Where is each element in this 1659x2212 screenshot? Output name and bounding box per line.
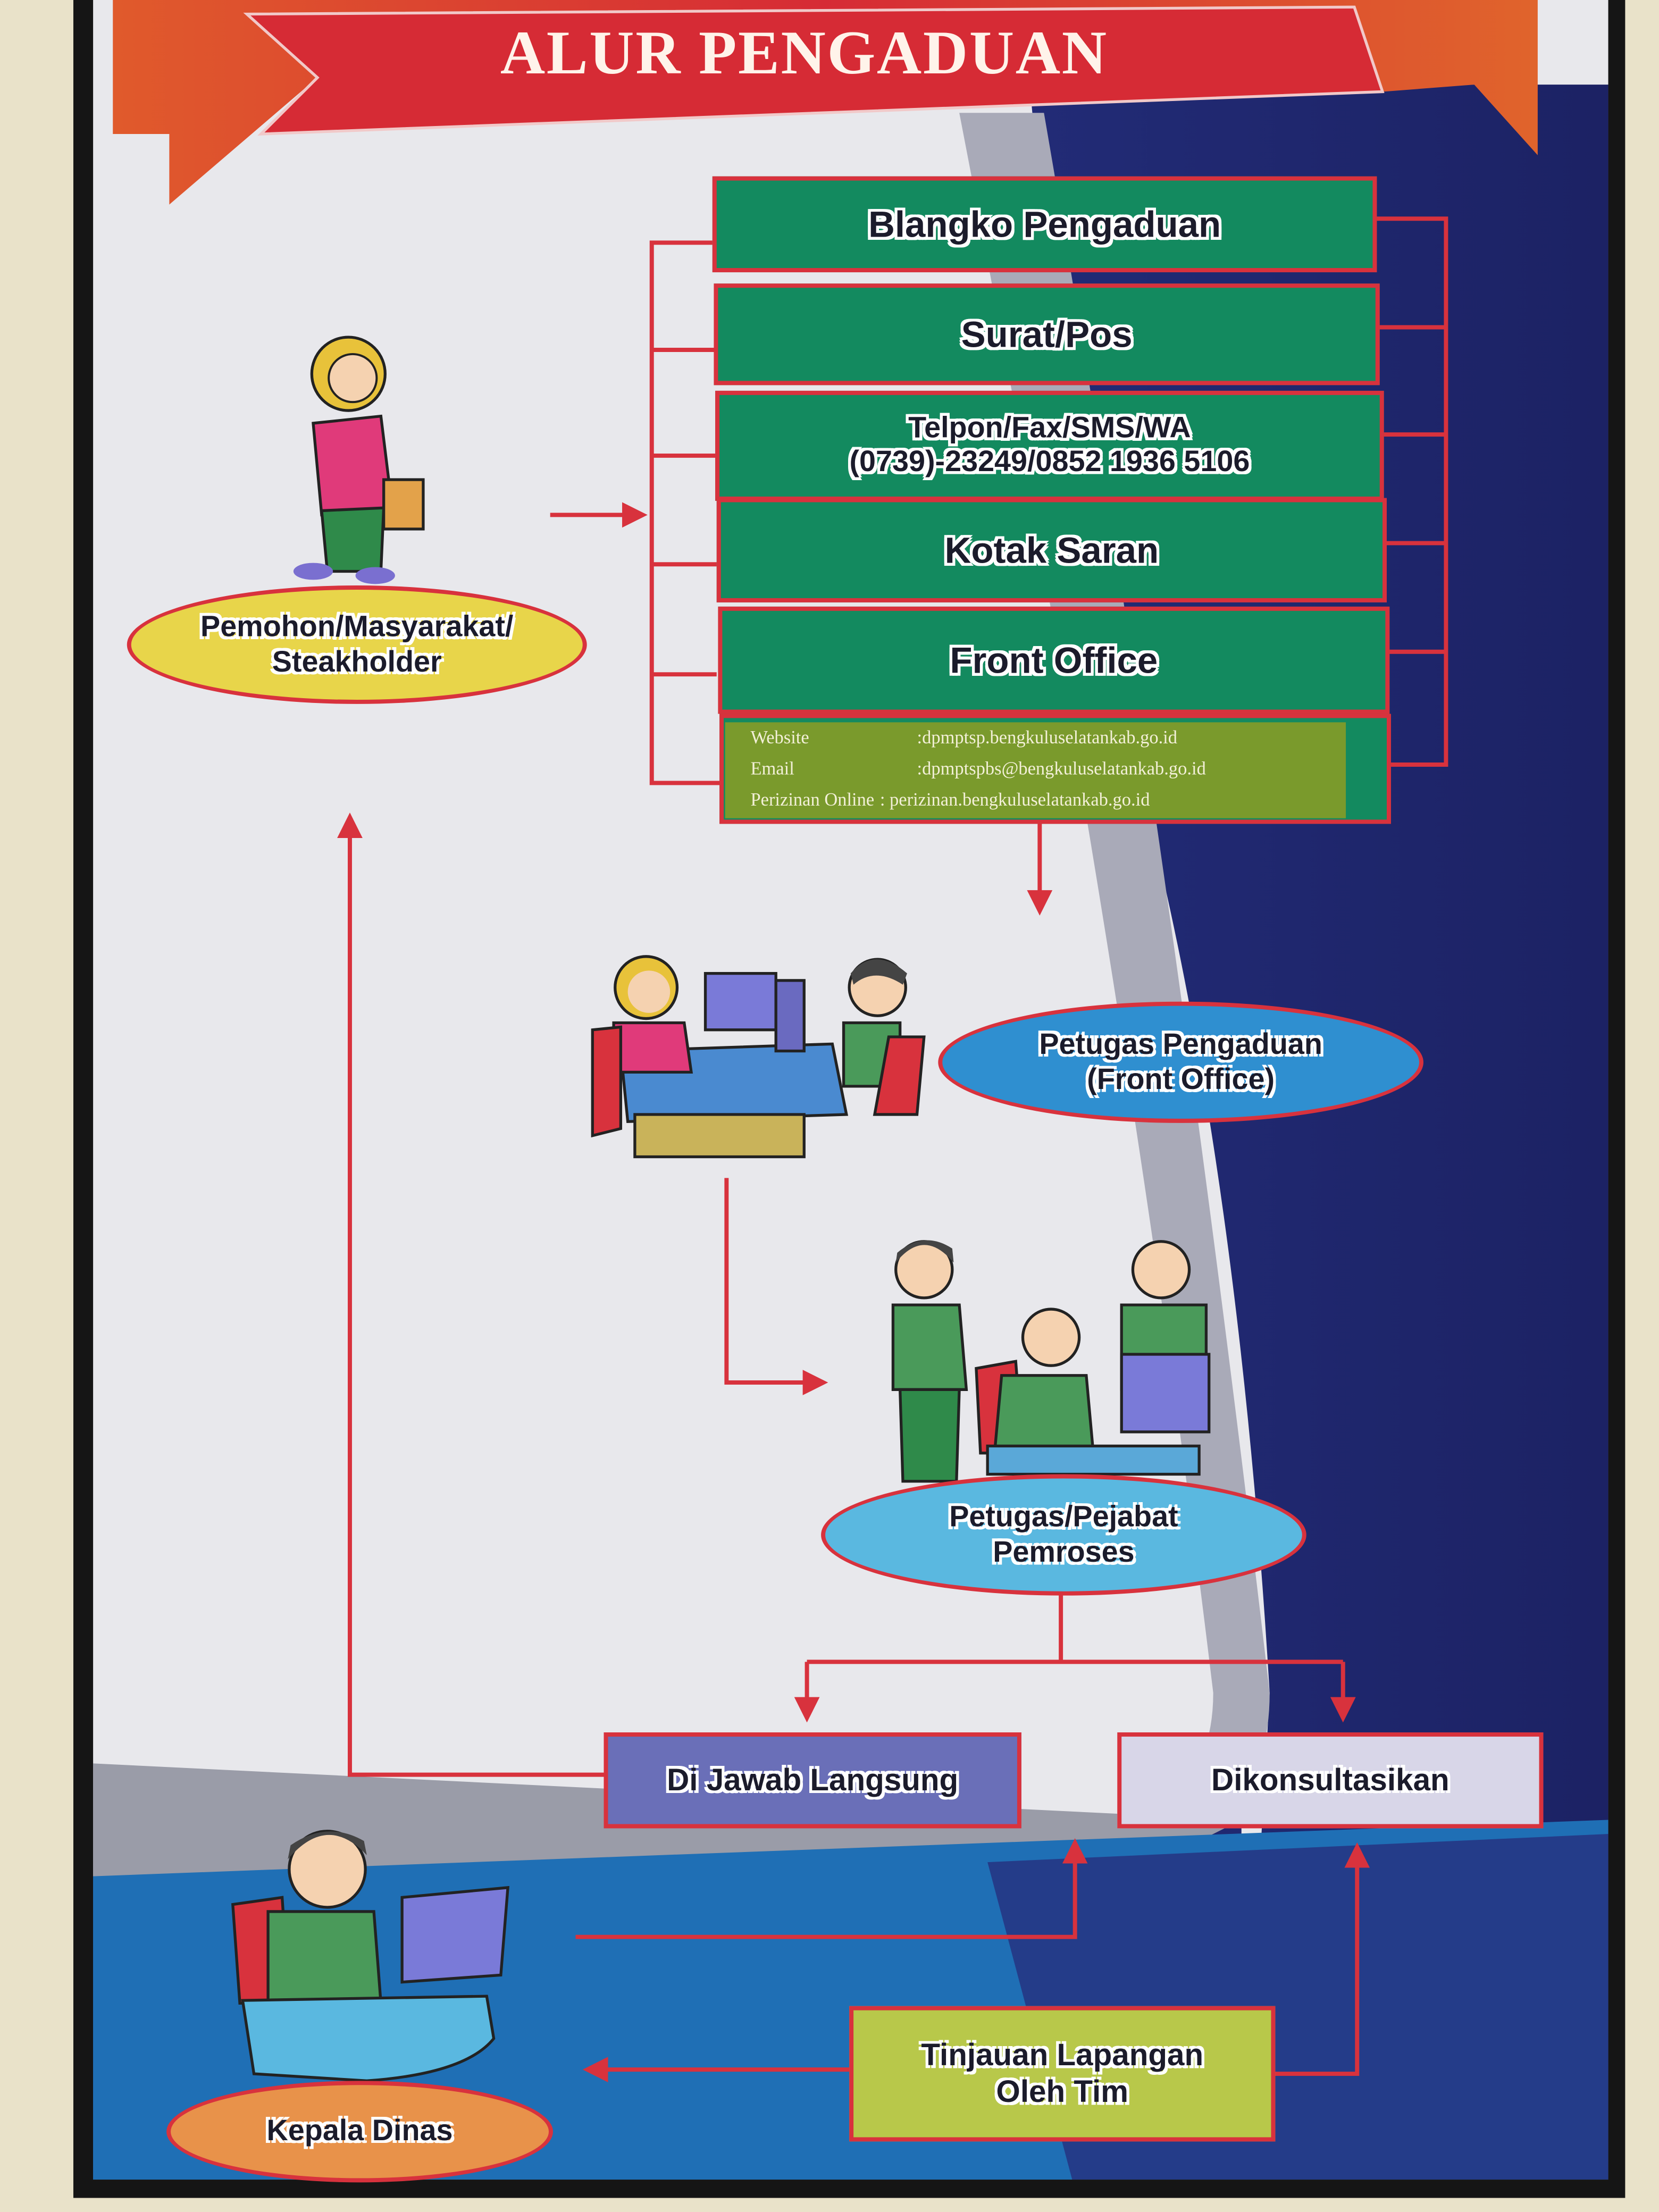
sticker-key: Website xyxy=(750,726,809,748)
sticker-value: :dpmptspbs@bengkuluselatankab.go.id xyxy=(917,757,1206,779)
phone-numbers: (0739)-23249/0852 1936 5106 xyxy=(849,446,1250,479)
processing-staff-illustration xyxy=(891,1240,1211,1483)
page-title: ALUR PENGADUAN xyxy=(500,18,1108,88)
node-dikonsultasikan: Dikonsultasikan xyxy=(1117,1732,1544,1829)
channel-blangko-pengaduan: Blangko Pengaduan xyxy=(712,176,1377,273)
channel-label: Kotak Saran xyxy=(944,528,1159,571)
sticker-row-online: Perizinan Online: perizinan.bengkulusela… xyxy=(750,784,1346,815)
connector-lines xyxy=(337,216,1448,2082)
channel-front-office: Front Office xyxy=(718,606,1390,714)
sticker-key: Perizinan Online xyxy=(750,789,875,810)
node-tinjauan-lapangan: Tinjauan Lapangan Oleh Tim xyxy=(849,2006,1276,2142)
sticker-key: Email xyxy=(750,757,794,779)
channel-label: Blangko Pengaduan xyxy=(868,202,1221,245)
channel-label: Telpon/Fax/SMS/WA xyxy=(908,412,1191,445)
channel-label: Front Office xyxy=(950,638,1158,681)
node-label: Pemohon/Masyarakat/ xyxy=(200,610,514,643)
contact-sticker: Website :dpmptsp.bengkuluselatankab.go.id… xyxy=(725,722,1346,818)
node-pemohon: Pemohon/Masyarakat/ Steakholder xyxy=(127,585,587,704)
node-label: Pemroses xyxy=(993,1536,1135,1569)
channel-label: Surat/Pos xyxy=(961,312,1133,355)
node-label: Kepala Dinas xyxy=(266,2115,453,2148)
sticker-value: :dpmptsp.bengkuluselatankab.go.id xyxy=(917,726,1178,748)
node-petugas-pengaduan: Petugas Pengaduan (Front Office) xyxy=(938,1001,1423,1123)
head-of-office-illustration xyxy=(231,1830,510,2082)
sticker-value: : perizinan.bengkuluselatankab.go.id xyxy=(879,789,1150,810)
node-petugas-pemroses: Petugas/Pejabat Pemroses xyxy=(821,1474,1306,1596)
channel-kotak-saran: Kotak Saran xyxy=(716,498,1387,602)
node-label: Dikonsultasikan xyxy=(1211,1762,1449,1797)
node-label: Di Jawab Langsung xyxy=(667,1762,959,1797)
node-label: (Front Office) xyxy=(1087,1063,1275,1096)
channel-telpon: Telpon/Fax/SMS/WA (0739)-23249/0852 1936… xyxy=(715,390,1384,501)
node-label: Petugas/Pejabat xyxy=(949,1501,1178,1534)
sticker-row-website: Website :dpmptsp.bengkuluselatankab.go.id xyxy=(750,722,1346,753)
citizen-woman-illustration xyxy=(293,336,425,584)
node-label: Steakholder xyxy=(272,646,442,679)
node-label: Tinjauan Lapangan xyxy=(921,2037,1204,2072)
channel-surat-pos: Surat/Pos xyxy=(714,283,1380,386)
node-label: Petugas Pengaduan xyxy=(1039,1028,1322,1061)
node-dijawab-langsung: Di Jawab Langsung xyxy=(604,1732,1021,1829)
front-office-desk-illustration xyxy=(591,955,926,1159)
node-label: Oleh Tim xyxy=(996,2074,1129,2109)
node-kepala-dinas: Kepala Dinas xyxy=(166,2081,554,2183)
sticker-row-email: Email :dpmptspbs@bengkuluselatankab.go.id xyxy=(750,753,1346,784)
